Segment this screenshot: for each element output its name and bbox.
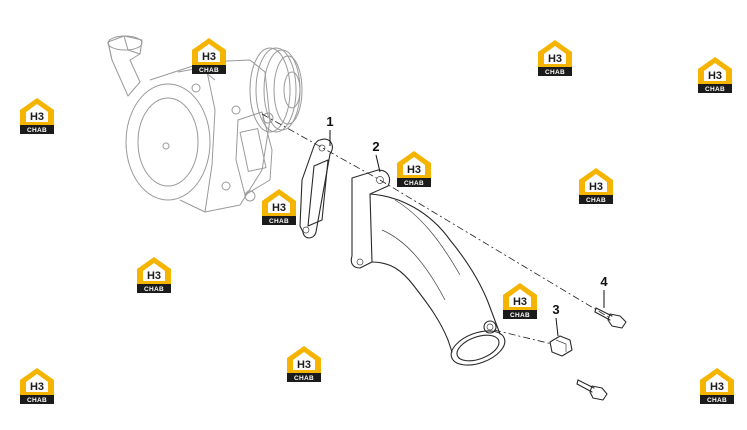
watermark-logo-subtext: CHAB — [144, 286, 164, 293]
watermark-logo-text: H3 — [297, 359, 311, 371]
callout-1: 1 — [326, 114, 334, 146]
callout-2-label: 2 — [372, 139, 379, 154]
watermark-logo-subtext: CHAB — [199, 67, 219, 74]
watermark-logo-text: H3 — [202, 51, 216, 63]
watermark-logo-text: H3 — [708, 70, 722, 82]
callout-3-label: 3 — [552, 302, 559, 317]
watermark-logo-text: H3 — [710, 381, 724, 393]
callout-2: 2 — [372, 139, 381, 173]
callout-4-label: 4 — [600, 274, 608, 289]
watermark-logo-text: H3 — [147, 270, 161, 282]
watermark-logo-text: H3 — [272, 202, 286, 214]
watermark-logo-subtext: CHAB — [707, 397, 727, 404]
bolt-lower — [576, 379, 608, 401]
assembly-lines — [261, 113, 611, 345]
watermark-logo-subtext: CHAB — [27, 127, 47, 134]
watermark-logo-subtext: CHAB — [705, 86, 725, 93]
outlet-elbow-part-2 — [350, 169, 506, 366]
watermark-logo-text: H3 — [407, 164, 421, 176]
gasket-part-1 — [299, 138, 333, 239]
watermark-logo-text: H3 — [30, 111, 44, 123]
watermark-logo-subtext: CHAB — [510, 312, 530, 319]
watermark-logo-subtext: CHAB — [586, 197, 606, 204]
watermark-logo-text: H3 — [548, 53, 562, 65]
watermark-logo-subtext: CHAB — [545, 69, 565, 76]
watermark-logo-subtext: CHAB — [269, 218, 289, 225]
watermark-logo-text: H3 — [513, 296, 527, 308]
watermark-logo-subtext: CHAB — [404, 180, 424, 187]
watermark-logo-text: H3 — [30, 381, 44, 393]
watermark-logo-subtext: CHAB — [294, 375, 314, 382]
callout-3: 3 — [552, 302, 560, 337]
callout-4: 4 — [600, 274, 608, 308]
water-pump — [107, 35, 303, 213]
callout-1-label: 1 — [326, 114, 333, 129]
watermark-logo-subtext: CHAB — [27, 397, 47, 404]
nut-part-3 — [549, 335, 573, 357]
bolt-part-4 — [594, 307, 627, 329]
watermark-logo-text: H3 — [589, 181, 603, 193]
